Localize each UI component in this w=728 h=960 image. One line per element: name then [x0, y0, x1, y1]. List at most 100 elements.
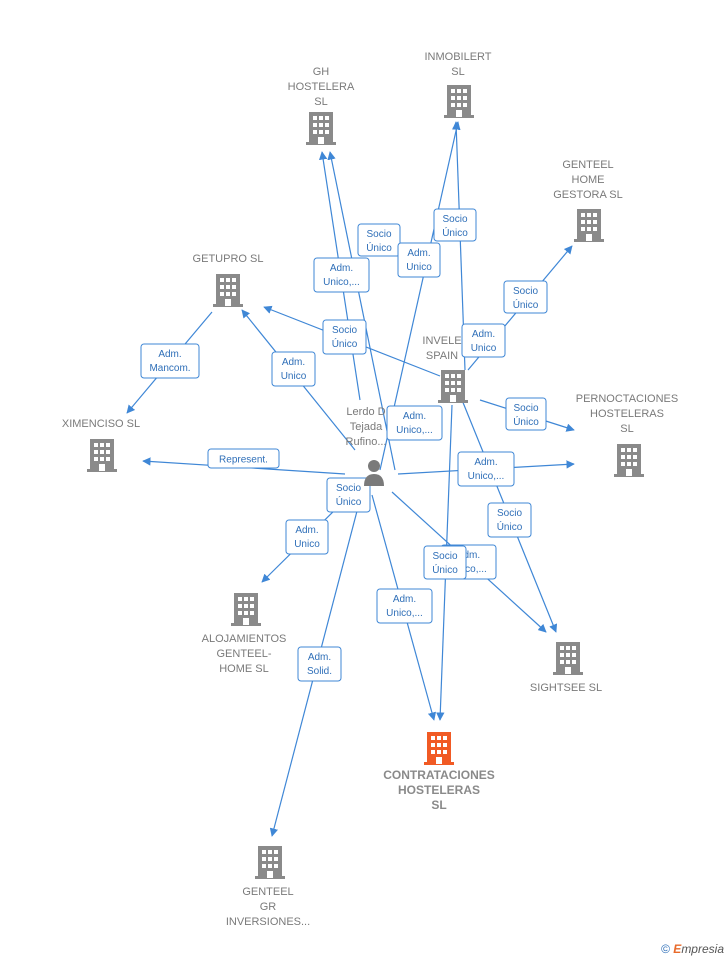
edge-label[interactable]: Adm.Unico,... [386, 405, 443, 441]
edge-label-box [457, 451, 515, 487]
edge-label-text: Adm. [330, 263, 353, 274]
node-label-line: INVERSIONES... [226, 916, 310, 928]
edge-label-text: Adm. [393, 594, 416, 605]
edge-label[interactable]: Adm. Unico,... [376, 588, 433, 624]
node-label-line: Lerdo D [346, 406, 385, 418]
node-label-line: INVELE [422, 335, 461, 347]
building-icon [438, 370, 468, 403]
edge-label[interactable]: Adm. Unico,... [313, 257, 370, 293]
node-label-line: SIGHTSEE SL [530, 682, 602, 694]
edge-label-text: Adm. [474, 457, 497, 468]
edge-label-text: Adm. [282, 357, 305, 368]
building-icon [553, 642, 583, 675]
edge-label-box [461, 323, 506, 358]
node-gh[interactable]: GH HOSTELERA SL [288, 66, 355, 145]
node-label-line: GENTEEL [562, 159, 613, 171]
edge-label-box [487, 502, 532, 538]
node-genteel-gr[interactable]: GENTEEL GR INVERSIONES... [226, 846, 310, 928]
node-label-line: GH [313, 66, 330, 78]
edge-label-box [297, 646, 342, 682]
edge-label-box [271, 351, 316, 387]
edge-label-text: Unico,... [386, 608, 423, 619]
edge-label-text: Socio [366, 229, 391, 240]
edge-label-text: Socio [497, 508, 522, 519]
node-inveles[interactable]: INVELE SPAIN [422, 335, 468, 403]
node-person[interactable]: Lerdo D TejadaRufino... [346, 406, 387, 448]
node-getupro[interactable]: GETUPRO SL [193, 253, 264, 307]
edge [327, 151, 396, 471]
brand-logo: Empresia [673, 942, 724, 956]
edge-label-box [433, 208, 477, 242]
node-ximenciso[interactable]: XIMENCISO SL [62, 418, 140, 472]
building-icon [87, 439, 117, 472]
node-inmobilert[interactable]: INMOBILERT SL [424, 51, 492, 118]
edge-label[interactable]: Adm. Unico [397, 242, 441, 278]
node-label-line: SL [451, 66, 464, 78]
edge-label-box [357, 223, 401, 257]
node-label-line: Tejada [350, 421, 383, 433]
edge-label-text: Unico,... [323, 277, 360, 288]
edge-labels: SocioÚnicoSocioÚnicoAdm.UnicoAdm.Unico,.… [140, 208, 548, 682]
edge-label-text: Unico [294, 539, 320, 550]
node-label-line: SL [314, 96, 327, 108]
edge-label-box [423, 545, 467, 580]
edge-label[interactable]: Adm. Unico [285, 519, 329, 555]
node-label-line: GR [260, 901, 277, 913]
edge-label-text: Represent. [219, 455, 268, 466]
edge-label-text: Unico [406, 262, 432, 273]
edge-label-text: Adm. [457, 550, 480, 561]
node-label-line: SPAIN [426, 350, 458, 362]
node-label-line: HOSTELERAS [590, 408, 664, 420]
building-icon [574, 209, 604, 242]
node-label-line: INMOBILERT [424, 51, 491, 63]
node-label-line: Rufino... [346, 436, 387, 448]
edge-label-text: Adm. [295, 525, 318, 536]
edge-label-text: Adm. [407, 248, 430, 259]
brand-name: mpresia [681, 942, 724, 956]
edge-label-text: Único [332, 337, 358, 350]
edge-label[interactable]: Adm.Mancom. [140, 343, 200, 379]
edge-label[interactable]: Adm.Solid. [297, 646, 342, 682]
edge-label-text: Único [513, 298, 539, 311]
edge-label-box [505, 397, 547, 431]
edge-label-text: Solid. [307, 666, 332, 677]
edge-label-box [322, 319, 367, 355]
node-label-line: GETUPRO SL [193, 253, 264, 265]
node-sightsee[interactable]: SIGHTSEE SL [530, 642, 602, 694]
node-label-line: HOSTELERAS [398, 783, 480, 797]
building-icon [444, 85, 474, 118]
edge-label-box [386, 405, 443, 441]
edge-label-text: Adm. [472, 329, 495, 340]
edge-label-text: Unico [471, 343, 497, 354]
edge-label-text: Socio [336, 483, 361, 494]
edge-label-text: Único [432, 563, 458, 576]
edge-label[interactable]: Represent. [207, 448, 280, 469]
node-label-line: SL [431, 798, 446, 812]
node-label-line: HOSTELERA [288, 81, 355, 93]
edge-label[interactable]: Adm.Unico [271, 351, 316, 387]
edge-label[interactable]: Adm. Unico [461, 323, 506, 358]
node-label-line: GENTEEL [242, 886, 293, 898]
building-icon [614, 444, 644, 477]
node-label-line: GESTORA SL [553, 189, 623, 201]
building-icon [255, 846, 285, 879]
edge-label-box [326, 477, 371, 513]
edge-label-text: Unico,... [396, 425, 433, 436]
edge-label[interactable]: Adm.Unico,... [457, 451, 515, 487]
person-icon[interactable] [364, 460, 384, 486]
edge-label-box [503, 280, 548, 314]
edge-label-box [285, 519, 329, 555]
